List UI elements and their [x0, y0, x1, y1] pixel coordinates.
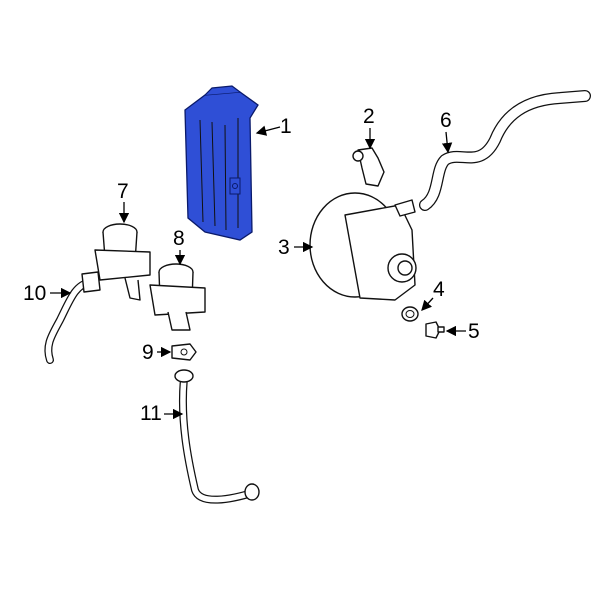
callout-11: 11	[140, 402, 162, 425]
callout-5: 5	[468, 320, 480, 343]
part-6-hose[interactable]	[419, 90, 591, 211]
part-11-pipe[interactable]	[174, 369, 260, 504]
callout-4-arrow	[421, 297, 434, 311]
callout-6: 6	[440, 109, 452, 132]
part-10-pipe[interactable]	[44, 271, 101, 364]
callout-3: 3	[278, 236, 290, 259]
callout-8: 8	[173, 227, 185, 250]
part-2-fitting[interactable]	[352, 147, 385, 187]
callout-2: 2	[363, 105, 375, 128]
callout-1: 1	[280, 115, 292, 138]
callout-4: 4	[433, 278, 445, 301]
part-8-valve[interactable]	[149, 263, 206, 331]
part-7-valve[interactable]	[94, 223, 151, 301]
callout-6-arrow	[441, 131, 453, 154]
callout-9: 9	[142, 341, 154, 364]
callout-1-arrow	[255, 125, 281, 136]
callout-7: 7	[117, 180, 129, 203]
part-5-bolt[interactable]	[425, 321, 445, 339]
part-1-vapor-canister[interactable]	[184, 85, 259, 241]
part-4-grommet[interactable]	[401, 306, 419, 322]
part-3-air-pump[interactable]	[309, 192, 417, 301]
part-9-gasket[interactable]	[171, 343, 197, 361]
callout-10: 10	[23, 282, 47, 305]
